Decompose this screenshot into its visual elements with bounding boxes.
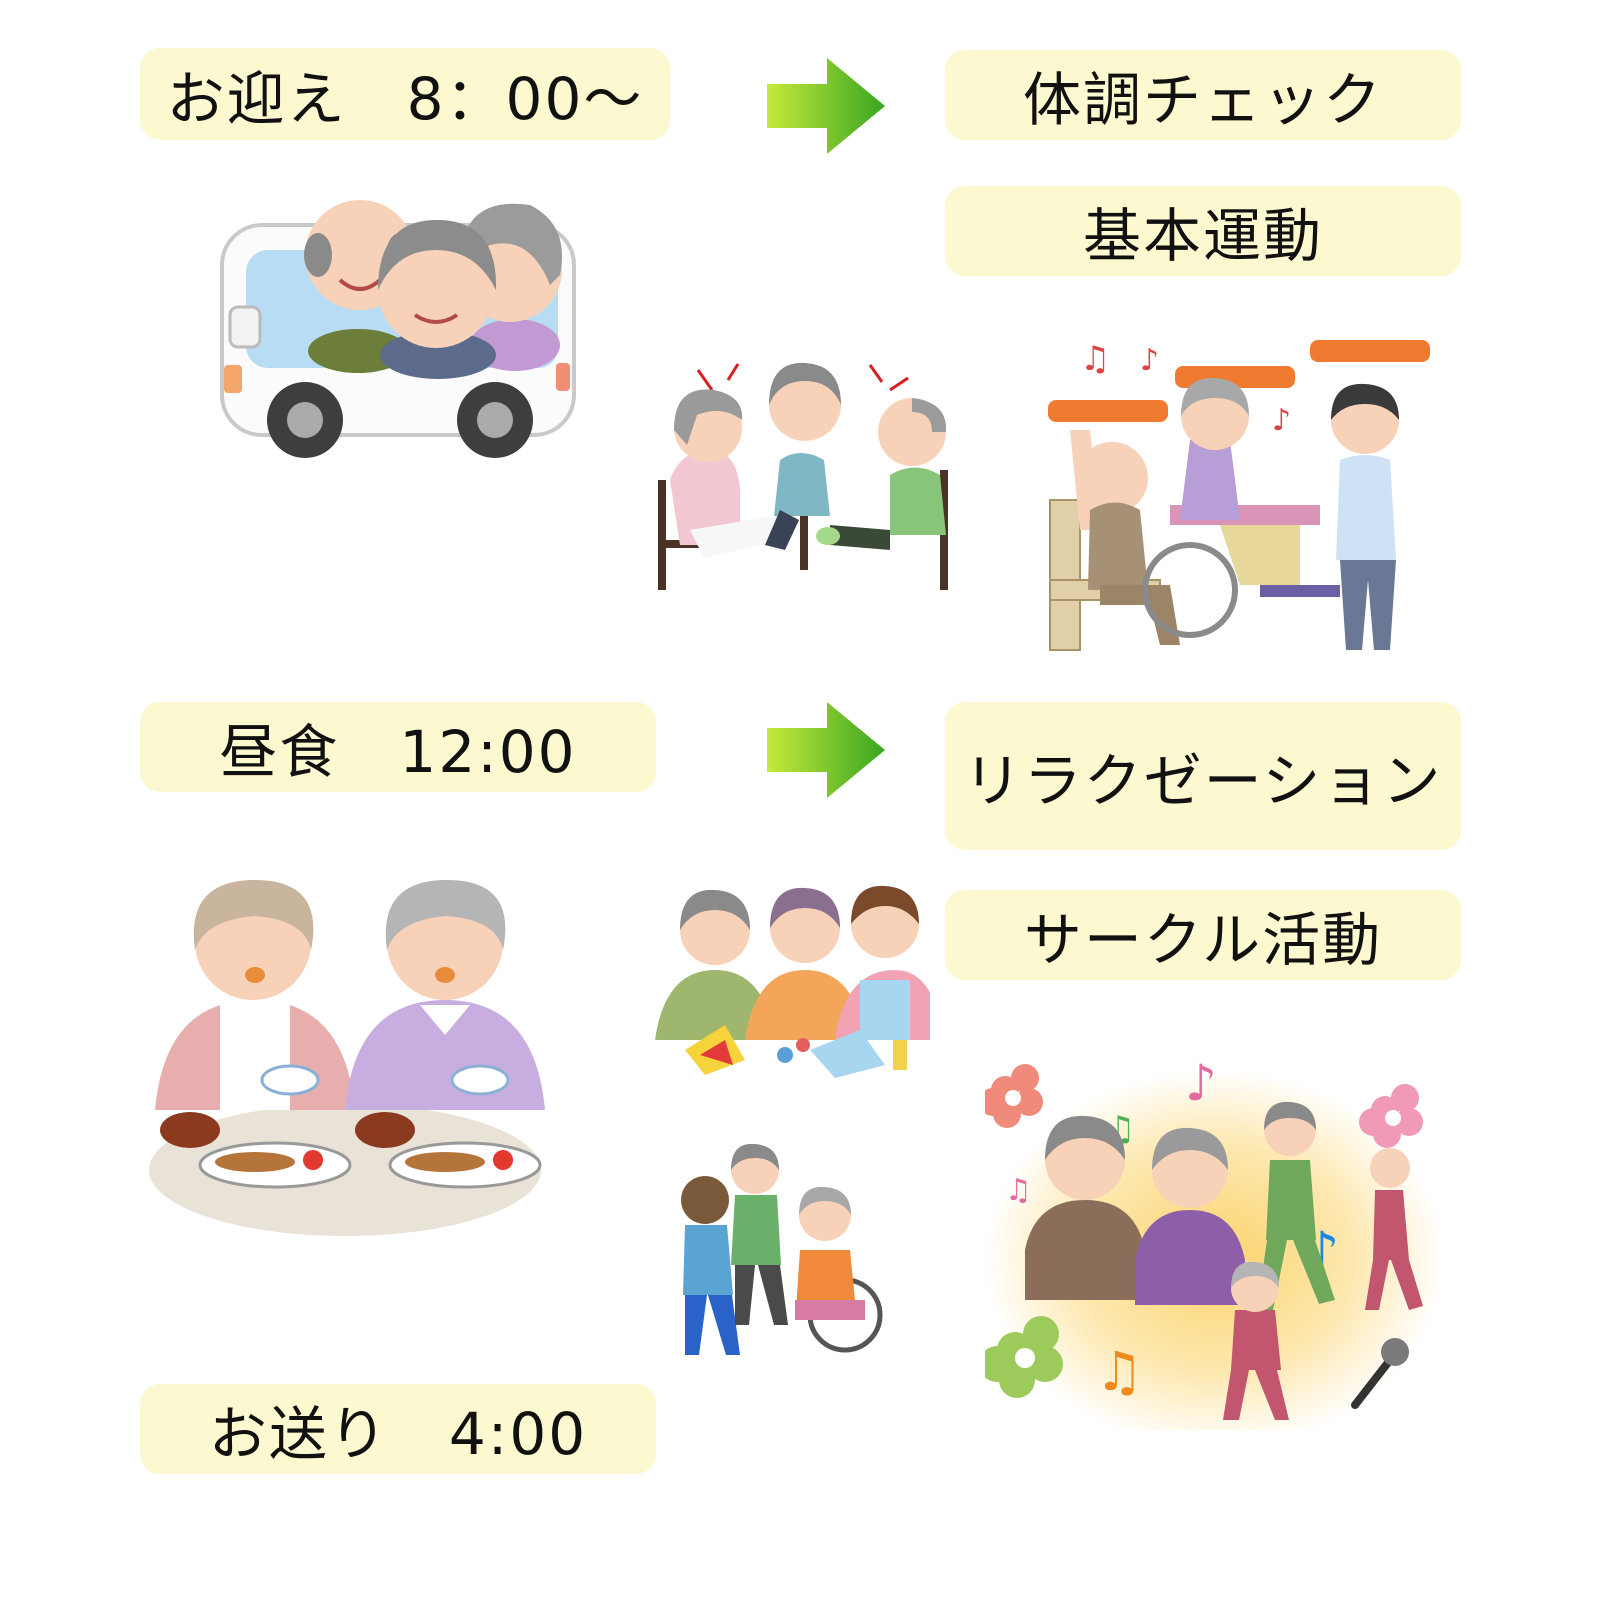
svg-text:♪: ♪ xyxy=(1272,403,1291,438)
pickup-time-label: お迎え 8：00～ xyxy=(140,48,670,140)
seniors-eating-lunch-icon xyxy=(145,880,545,1240)
karaoke-dance-icon: ♪ ♫ ♫ ♪ ♫ ♫ xyxy=(985,1050,1445,1430)
origami-craft-icon xyxy=(645,880,930,1080)
standing-stretch-icon xyxy=(670,1130,900,1360)
seated-leg-exercise-icon xyxy=(650,360,980,600)
svg-text:♫: ♫ xyxy=(1095,1340,1143,1403)
van-with-seniors-icon xyxy=(210,195,590,480)
svg-text:♪: ♪ xyxy=(1185,1054,1217,1112)
svg-text:♫: ♫ xyxy=(1005,1173,1032,1208)
svg-text:♪: ♪ xyxy=(1140,343,1159,378)
basic-exercise-label: 基本運動 xyxy=(945,186,1461,276)
relaxation-label: リラクゼーション xyxy=(945,702,1461,850)
towel-stretch-exercise-icon: ♫ ♪ ♪ xyxy=(1040,330,1440,660)
lunch-time-label: 昼食 12:00 xyxy=(140,702,656,792)
health-check-label: 体調チェック xyxy=(945,50,1461,140)
circle-activity-label: サークル活動 xyxy=(945,890,1461,980)
right-arrow-icon xyxy=(767,58,885,154)
svg-text:♫: ♫ xyxy=(1080,339,1110,379)
dropoff-time-label: お送り 4:00 xyxy=(140,1384,656,1474)
right-arrow-icon xyxy=(767,702,885,798)
